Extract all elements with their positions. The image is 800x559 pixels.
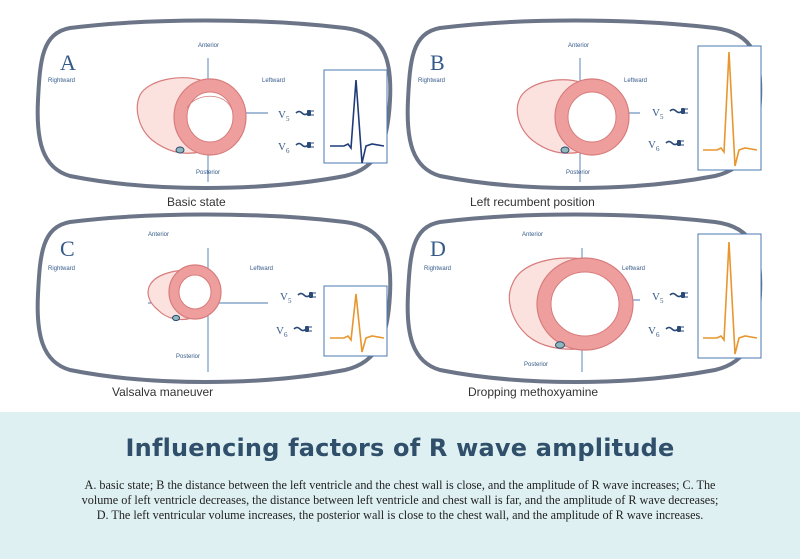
ecg-waveform xyxy=(703,241,758,355)
lead-v6-label: V6 xyxy=(648,139,660,153)
footer-panel: Influencing factors of R wave amplitude … xyxy=(0,412,800,559)
page-title: Influencing factors of R wave amplitude xyxy=(125,434,675,462)
label-leftward: Leftward xyxy=(622,266,645,272)
lead-v5-label: V5 xyxy=(280,291,292,305)
lead-v5-label: V5 xyxy=(278,109,290,123)
heart-diagram xyxy=(136,77,247,156)
heart-diagram xyxy=(508,257,634,351)
panel-letter: D xyxy=(430,236,446,261)
v6-probe-icon xyxy=(295,141,315,149)
description-text: A. basic state; B the distance between t… xyxy=(81,478,719,522)
label-rightward: Rightward xyxy=(424,266,451,272)
heart-diagram xyxy=(516,78,630,156)
v5-probe-icon xyxy=(669,291,689,299)
v5-probe-icon xyxy=(295,109,315,117)
chest-outline xyxy=(35,212,393,384)
heart-diagram xyxy=(147,264,222,322)
label-posterior: Posterior xyxy=(176,354,200,360)
panel-caption: Valsalva maneuver xyxy=(112,385,213,399)
ecg-waveform xyxy=(330,79,385,164)
label-posterior: Posterior xyxy=(566,170,590,176)
label-rightward: Rightward xyxy=(418,78,445,84)
v5-probe-icon xyxy=(669,107,689,115)
label-rightward: Rightward xyxy=(48,266,75,272)
panel-caption: Left recumbent position xyxy=(470,195,595,209)
panel-letter: A xyxy=(60,50,76,75)
ecg-box xyxy=(323,69,388,164)
label-posterior: Posterior xyxy=(524,362,548,368)
v6-probe-icon xyxy=(665,139,685,147)
v6-probe-icon xyxy=(665,325,685,333)
panel-letter: B xyxy=(430,50,445,75)
lead-v6-label: V6 xyxy=(278,141,290,155)
ecg-waveform xyxy=(330,293,385,353)
chest-outline xyxy=(405,18,763,190)
label-anterior: Anterior xyxy=(522,232,543,238)
lead-v6-label: V6 xyxy=(276,325,288,339)
v5-probe-icon xyxy=(297,291,317,299)
chest-outline xyxy=(405,212,763,384)
panel-b: B Rightward Anterior Leftward Posterior … xyxy=(405,18,763,209)
chest-outline xyxy=(35,18,393,190)
v6-probe-icon xyxy=(293,325,313,333)
label-leftward: Leftward xyxy=(262,78,285,84)
label-leftward: Leftward xyxy=(250,266,273,272)
label-leftward: Leftward xyxy=(624,78,647,84)
panel-letter: C xyxy=(60,236,75,261)
panel-d: D Rightward Anterior Leftward Posterior … xyxy=(405,212,763,399)
ecg-waveform xyxy=(703,51,758,167)
diagram-figure: A Rightward Anterior Leftward Posterior … xyxy=(35,18,763,399)
panel-caption: Basic state xyxy=(167,195,226,209)
lead-v5-label: V5 xyxy=(652,107,664,121)
lead-v6-label: V6 xyxy=(648,325,660,339)
label-anterior: Anterior xyxy=(568,43,589,49)
panel-a: A Rightward Anterior Leftward Posterior … xyxy=(35,18,393,209)
panel-c: C Rightward Anterior Leftward Posterior … xyxy=(35,212,393,399)
panel-caption: Dropping methoxyamine xyxy=(468,385,598,399)
lead-v5-label: V5 xyxy=(652,291,664,305)
label-rightward: Rightward xyxy=(48,78,75,84)
label-anterior: Anterior xyxy=(198,43,219,49)
label-anterior: Anterior xyxy=(148,232,169,238)
